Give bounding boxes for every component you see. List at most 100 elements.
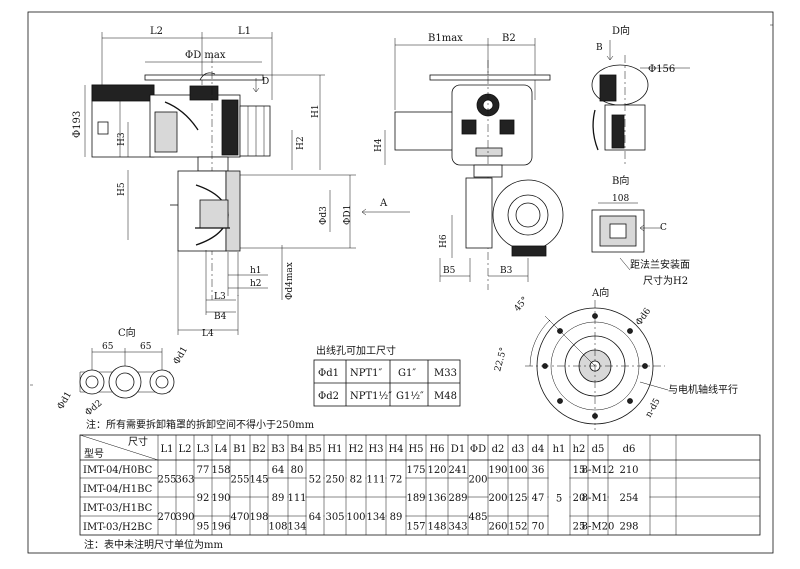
table-cell: 134 bbox=[366, 512, 385, 523]
header-cell: H2 bbox=[348, 444, 363, 455]
hole-table-title: 出线孔可加工尺寸 bbox=[316, 344, 396, 357]
arrow-B: B bbox=[596, 43, 603, 53]
table-cell: 255 bbox=[157, 475, 176, 486]
table-cell: 70 bbox=[532, 522, 545, 533]
header-cell: L3 bbox=[196, 444, 209, 455]
dim-B4: B4 bbox=[214, 312, 227, 322]
motor-axis-note: 与电机轴线平行 bbox=[668, 383, 738, 396]
header-cell: L4 bbox=[214, 444, 227, 455]
table-cell: 125 bbox=[508, 493, 527, 504]
dim-phid6: Φd6 bbox=[634, 306, 653, 327]
table-cell: 20 bbox=[573, 493, 586, 504]
table-cell: 108 bbox=[268, 522, 287, 533]
model-cell: IMT-04/H0BC bbox=[83, 465, 153, 476]
table-cell: 198 bbox=[249, 512, 268, 523]
flange-note-1: 距法兰安装面 bbox=[630, 258, 690, 271]
table-cell: 120 bbox=[427, 465, 446, 476]
header-cell: L2 bbox=[178, 444, 191, 455]
b-view: B向 108 C 距法兰安装面 尺寸为H2 bbox=[591, 174, 690, 287]
sheet-border bbox=[27, 11, 774, 554]
table-cell: 305 bbox=[325, 512, 344, 523]
table-cell: 111 bbox=[287, 493, 306, 504]
table-cell: 15 bbox=[573, 465, 586, 476]
table-cell: 196 bbox=[211, 522, 230, 533]
table-cell: 470 bbox=[230, 512, 249, 523]
dim-phid1-right: Φd1 bbox=[172, 345, 190, 366]
header-cell: D1 bbox=[451, 444, 465, 455]
table-cell: 8-M12 bbox=[582, 465, 615, 476]
table-cell: 270 bbox=[157, 512, 176, 523]
table-cell: 200 bbox=[488, 493, 507, 504]
dim-phid1-left: Φd1 bbox=[56, 390, 74, 411]
dim-H4: H4 bbox=[374, 138, 384, 152]
table-cell: 8-M16 bbox=[582, 493, 615, 504]
header-cell: H3 bbox=[368, 444, 383, 455]
model-cell: IMT-03/H1BC bbox=[83, 503, 153, 514]
table-cell: 8-M20 bbox=[582, 522, 615, 533]
arrow-A: A bbox=[379, 198, 388, 209]
label-B-view: B向 bbox=[612, 174, 629, 187]
table-cell: 152 bbox=[508, 522, 527, 533]
angle-22-5: 22.5° bbox=[493, 346, 509, 372]
dim-phi193: Φ193 bbox=[72, 111, 83, 138]
dim-H3: H3 bbox=[117, 132, 127, 146]
table-cell: 111 bbox=[366, 475, 385, 486]
header-cell: B2 bbox=[252, 444, 266, 455]
table-cell: 157 bbox=[406, 522, 425, 533]
hole-cell: Φd2 bbox=[318, 391, 339, 402]
header-cell: d2 bbox=[492, 444, 505, 455]
dim-phi156: Φ156 bbox=[648, 64, 675, 75]
dim-H6: H6 bbox=[439, 234, 449, 248]
table-cell: 100 bbox=[508, 465, 527, 476]
table-cell: 92 bbox=[197, 493, 210, 504]
table-cell: 89 bbox=[272, 493, 285, 504]
dim-B1max: B1max bbox=[428, 33, 463, 44]
table-cell: 72 bbox=[390, 475, 403, 486]
dim-H5: H5 bbox=[117, 182, 127, 196]
model-cell: IMT-03/H2BC bbox=[83, 522, 153, 533]
dim-h1: h1 bbox=[250, 266, 262, 276]
table-cell: 485 bbox=[468, 512, 487, 523]
table-cell: 36 bbox=[532, 465, 545, 476]
header-cell: H4 bbox=[388, 444, 403, 455]
table-cell: 255 bbox=[230, 475, 249, 486]
header-cell: B4 bbox=[290, 444, 304, 455]
header-cell: h1 bbox=[553, 444, 566, 455]
header-cell: B1 bbox=[233, 444, 247, 455]
table-cell: 77 bbox=[197, 465, 210, 476]
front-view: L2 L1 ΦD max D Φ193 H3 bbox=[72, 26, 410, 339]
table-cell: 260 bbox=[488, 522, 507, 533]
table-cell: 100 bbox=[346, 512, 365, 523]
model-cell: IMT-04/H1BC bbox=[83, 484, 153, 495]
flange-note-2: 尺寸为H2 bbox=[643, 274, 688, 287]
hole-cell: NPT1″ bbox=[350, 368, 383, 379]
table-cell: 298 bbox=[619, 522, 638, 533]
hole-cell: M33 bbox=[434, 368, 457, 379]
dim-L4: L4 bbox=[202, 329, 214, 339]
table-cell: 241 bbox=[448, 465, 467, 476]
handwheel bbox=[144, 74, 264, 81]
dim-h2: h2 bbox=[250, 279, 262, 289]
dim-108: 108 bbox=[612, 194, 629, 204]
table-cell: 254 bbox=[619, 493, 638, 504]
table-cell: 89 bbox=[390, 512, 403, 523]
dim-H2: H2 bbox=[296, 136, 306, 150]
header-cell: H5 bbox=[408, 444, 423, 455]
label-C-view: C向 bbox=[118, 326, 136, 339]
header-cell: d6 bbox=[623, 444, 636, 455]
note-top: 注：所有需要拆卸箱罩的拆卸空间不得小于250mm bbox=[86, 418, 315, 431]
table-cell: 210 bbox=[619, 465, 638, 476]
dim-B3: B3 bbox=[500, 266, 513, 276]
table-cell: 136 bbox=[427, 493, 446, 504]
table-cell: 200 bbox=[468, 475, 487, 486]
side-motor bbox=[394, 111, 456, 151]
table-cell: 25 bbox=[573, 522, 586, 533]
hole-cell: G1½″ bbox=[396, 391, 424, 402]
header-cell: B5 bbox=[308, 444, 322, 455]
header-cell: L1 bbox=[160, 444, 173, 455]
table-cell: 190 bbox=[488, 465, 507, 476]
header-cell: B3 bbox=[271, 444, 285, 455]
table-cell: 190 bbox=[211, 493, 230, 504]
dim-phiD-max: ΦD max bbox=[185, 50, 226, 61]
